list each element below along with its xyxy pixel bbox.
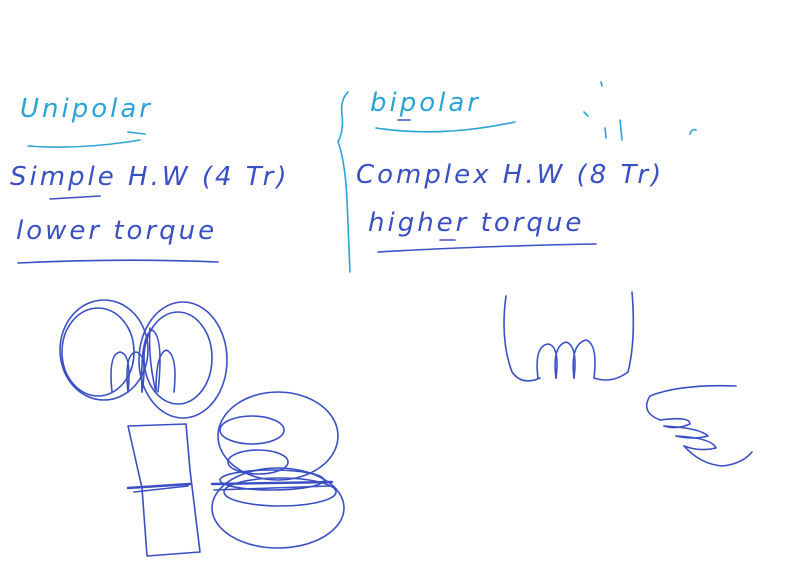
higher-torque-underline: [377, 243, 597, 253]
unipolar-flat-coil: [210, 391, 345, 549]
stray-mark-1: [600, 81, 603, 87]
bipolar-underline: [375, 121, 516, 133]
bipolar-torque-note: higher torque: [368, 208, 585, 238]
unipolar-coil-pair: [59, 299, 228, 419]
unipolar-underline: [27, 131, 146, 148]
unipolar-heading: Unipolar: [20, 94, 153, 124]
unipolar-torque-note: lower torque: [16, 216, 218, 246]
unipolar-hardware-note: Simple H.W (4 Tr): [10, 162, 290, 192]
bipolar-heading: bipolar: [370, 88, 481, 118]
simple-underline: [49, 195, 101, 200]
rotor-bar: [126, 423, 201, 557]
bipolar-side-coil: [645, 384, 753, 467]
stray-mark-4: [604, 127, 607, 139]
column-divider: [337, 91, 351, 273]
bipolar-u-coil: [503, 291, 635, 382]
bipolar-hardware-note: Complex H.W (8 Tr): [356, 160, 665, 190]
stray-mark-2: [583, 111, 589, 117]
stray-mark-5: [689, 128, 697, 135]
stray-mark-3: [619, 119, 623, 141]
lower-torque-underline: [17, 259, 219, 264]
